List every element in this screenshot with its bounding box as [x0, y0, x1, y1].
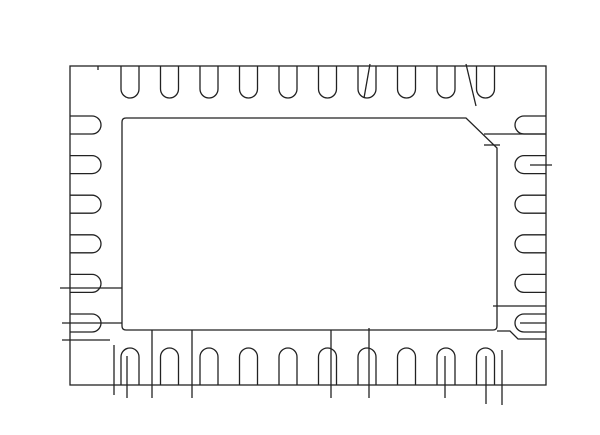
bottom-pad: [396, 347, 417, 385]
right-pad: [514, 115, 546, 135]
exposed-thermal-pad: [121, 117, 498, 331]
top-pad: [475, 66, 496, 99]
leader-line: [497, 330, 546, 340]
bottom-pad: [357, 347, 377, 385]
pad-group: [70, 66, 546, 385]
left-pad: [70, 194, 102, 214]
leader-line: [465, 63, 477, 107]
right-pad: [514, 313, 546, 333]
left-pad: [70, 115, 102, 135]
top-pad: [317, 66, 338, 99]
top-pad: [120, 66, 140, 99]
top-pad: [278, 66, 298, 99]
left-pad: [70, 273, 102, 294]
leader-lines: [60, 63, 552, 405]
package-outline: [69, 65, 547, 386]
bottom-pad: [199, 347, 219, 385]
bottom-pad: [159, 347, 180, 385]
top-pad: [159, 66, 180, 99]
top-pad: [357, 66, 377, 99]
top-pad: [199, 66, 219, 99]
bottom-pad: [317, 347, 338, 385]
right-pad: [514, 194, 546, 214]
bottom-pad: [120, 347, 140, 385]
top-pad: [396, 66, 417, 99]
right-pad: [514, 154, 546, 175]
left-pad: [70, 154, 102, 175]
top-pad: [436, 66, 456, 99]
bottom-pad: [278, 347, 298, 385]
leader-line: [363, 63, 371, 99]
bottom-pad: [436, 347, 456, 385]
right-pad: [514, 273, 546, 294]
bottom-pad: [238, 347, 259, 385]
left-pad: [70, 234, 102, 254]
right-pad: [514, 234, 546, 254]
bottom-pad: [475, 347, 496, 385]
top-pad: [238, 66, 259, 99]
